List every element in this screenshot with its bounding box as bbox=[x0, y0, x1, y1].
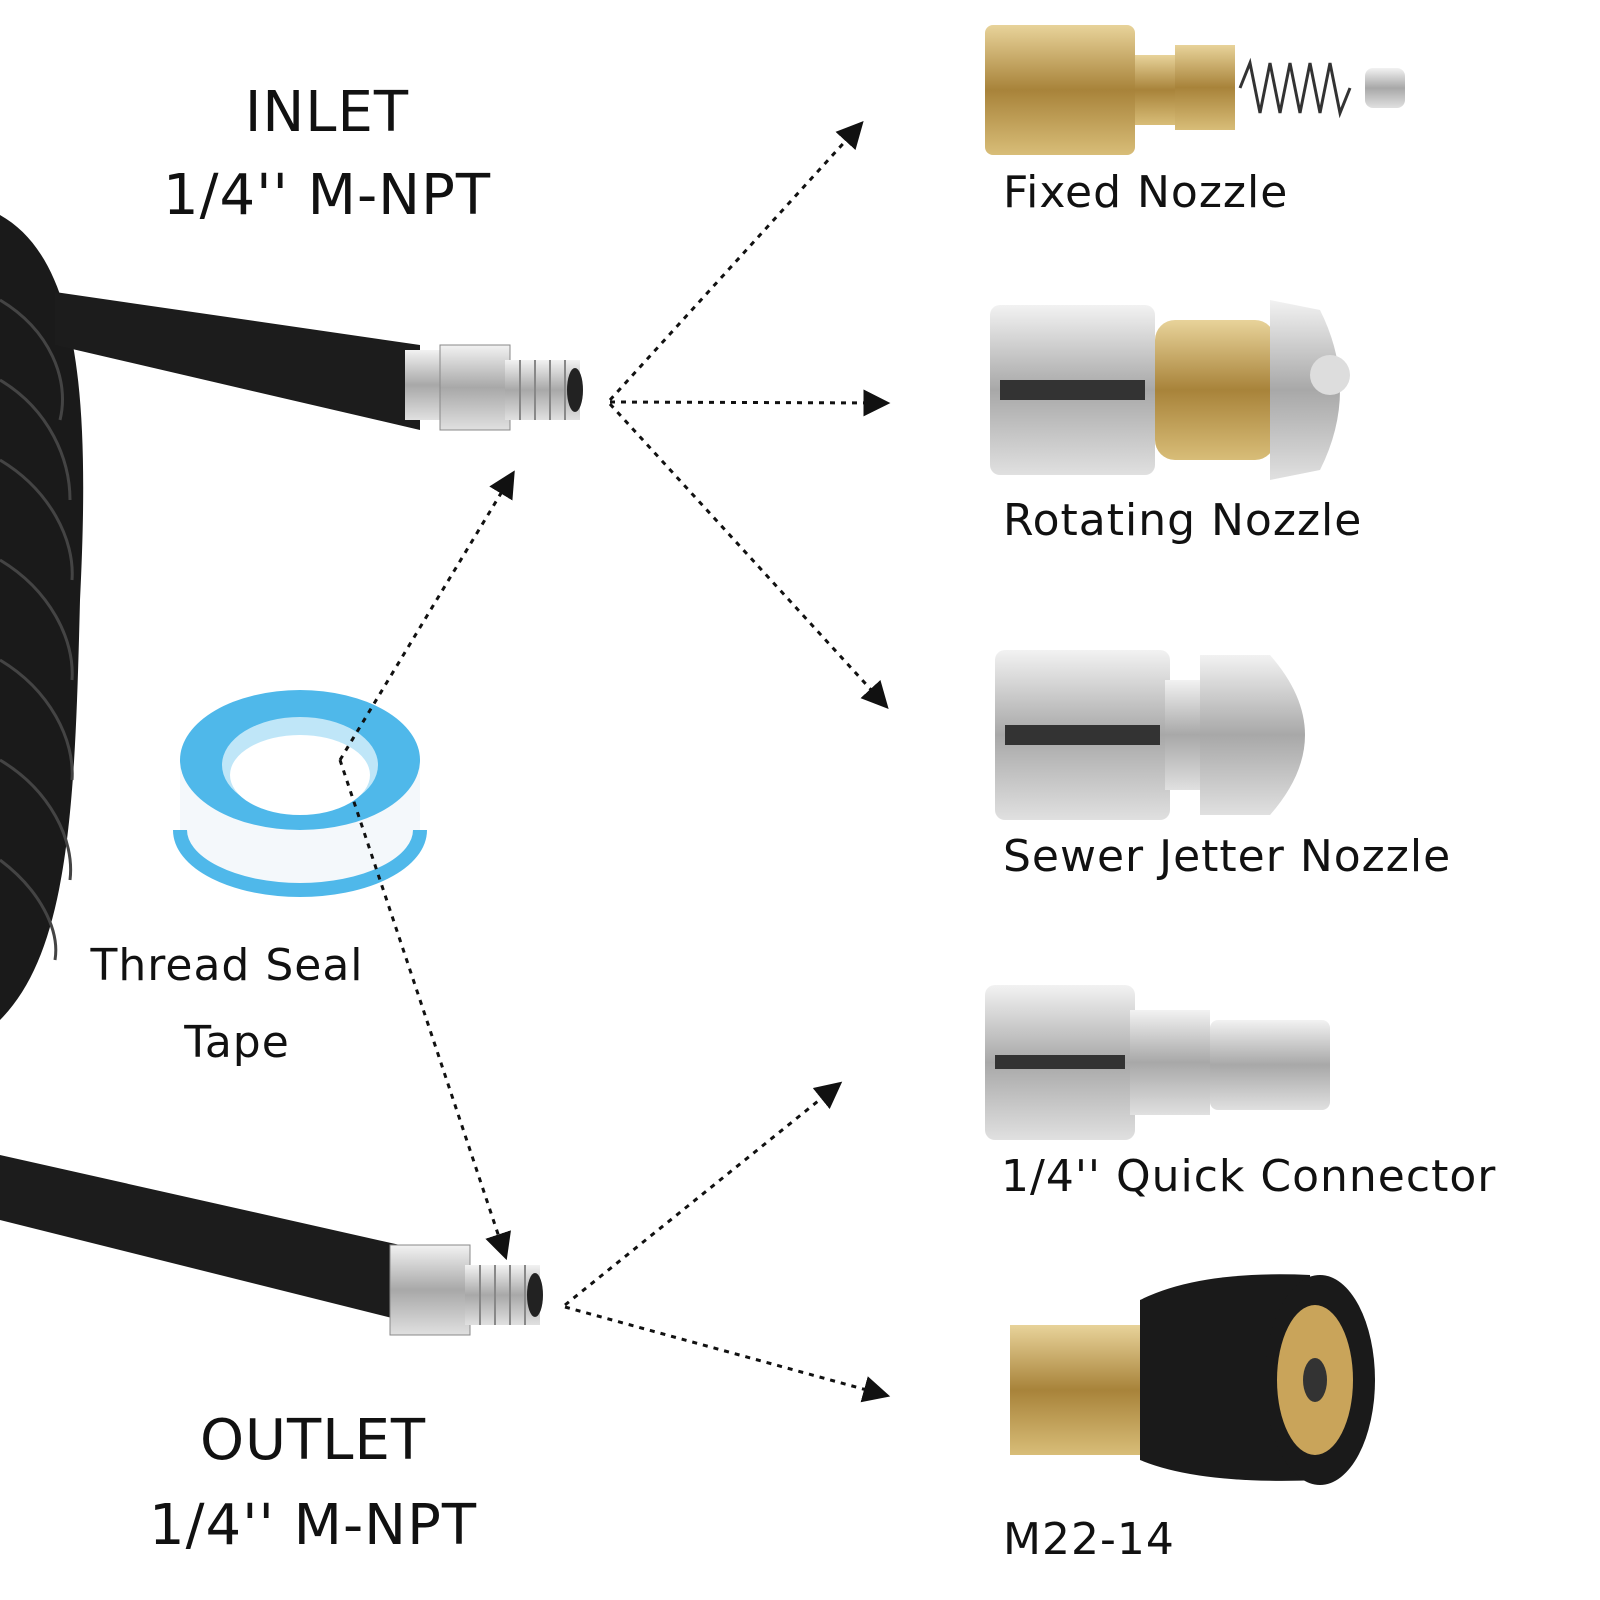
fixed-nozzle-image bbox=[985, 25, 1405, 155]
hose-coil bbox=[0, 215, 84, 1020]
sewer-jetter-nozzle-image bbox=[995, 650, 1305, 820]
connection-arrows bbox=[338, 121, 891, 1403]
arrow-to-rotating-nozzle bbox=[609, 389, 891, 417]
quick-connector-label: 1/4'' Quick Connector bbox=[1001, 1151, 1497, 1202]
arrow-to-quick-connector bbox=[564, 1081, 843, 1307]
arrow-to-m22 bbox=[564, 1305, 891, 1403]
arrow-to-sewer-jetter-nozzle bbox=[608, 402, 889, 709]
rotating-nozzle-image bbox=[990, 300, 1350, 480]
inlet-fitting bbox=[55, 292, 583, 431]
inlet-spec: 1/4'' M-NPT bbox=[162, 163, 492, 228]
thread-seal-tape-image bbox=[173, 690, 427, 897]
m22-label: M22-14 bbox=[1003, 1514, 1175, 1565]
fixed-nozzle-label: Fixed Nozzle bbox=[1003, 167, 1289, 218]
tape-label-line1: Thread Seal bbox=[90, 940, 364, 991]
m22-coupler-image bbox=[1010, 1274, 1375, 1485]
tape-label-line2: Tape bbox=[184, 1017, 290, 1068]
sewer-jetter-nozzle-label: Sewer Jetter Nozzle bbox=[1003, 831, 1452, 882]
outlet-title: OUTLET bbox=[199, 1408, 427, 1473]
rotating-nozzle-label: Rotating Nozzle bbox=[1003, 495, 1363, 546]
arrow-tape-to-inlet bbox=[338, 470, 515, 761]
outlet-fitting bbox=[0, 1155, 543, 1336]
arrow-to-fixed-nozzle bbox=[608, 121, 864, 402]
quick-connector-image bbox=[985, 985, 1330, 1140]
inlet-title: INLET bbox=[244, 80, 410, 145]
outlet-spec: 1/4'' M-NPT bbox=[148, 1493, 478, 1558]
